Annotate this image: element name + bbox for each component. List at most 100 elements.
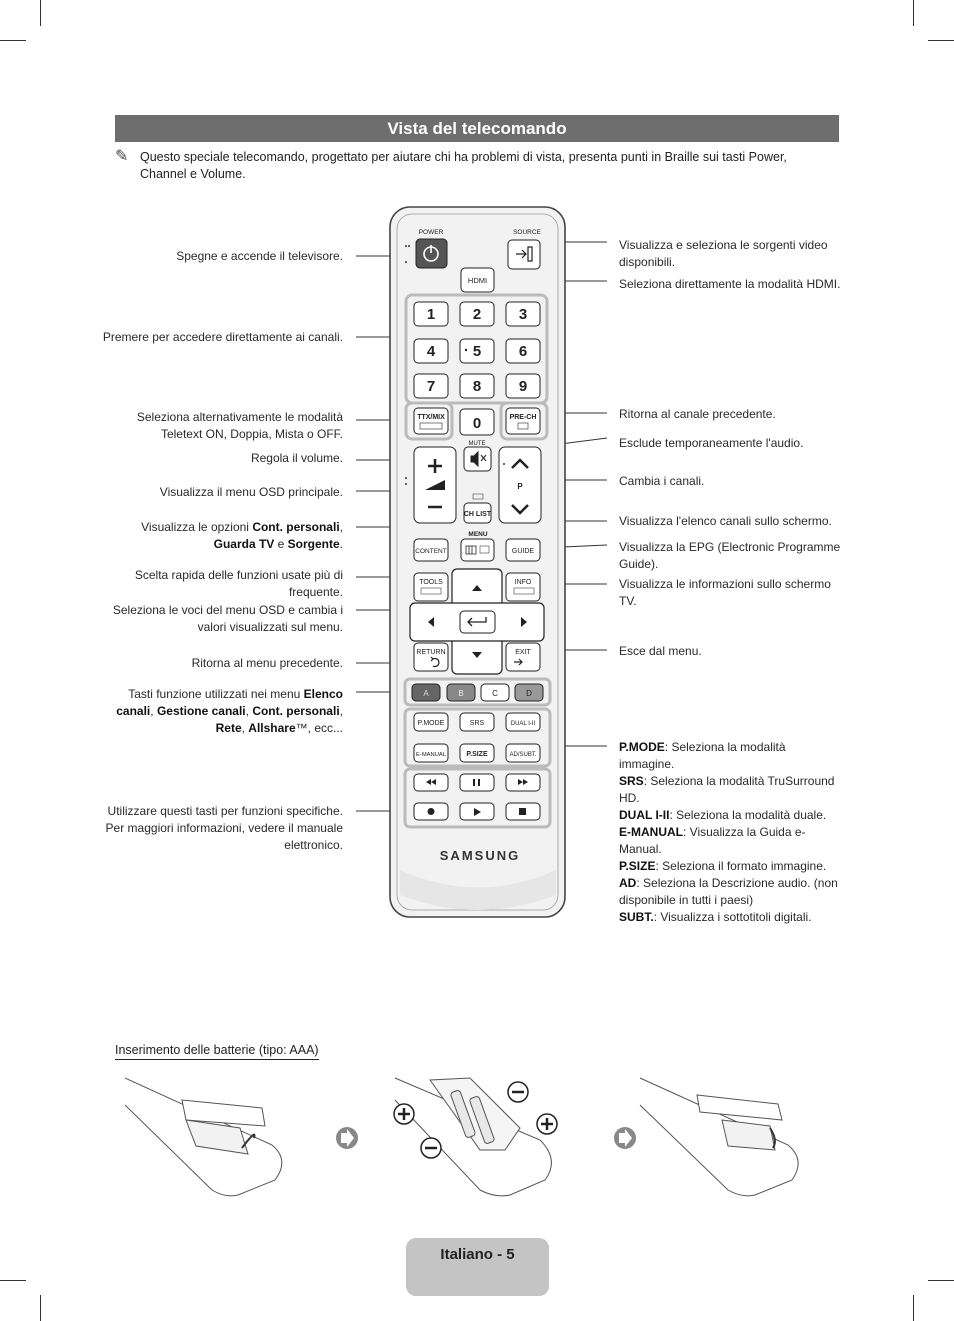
hdmi-button[interactable] [460,267,495,293]
digit-9-button[interactable] [505,373,541,399]
svg-text:MENU: MENU [468,531,487,538]
svg-text:INFO: INFO [515,579,532,586]
brand-logo: SAMSUNG [440,848,520,863]
digit-6-button[interactable] [505,338,541,364]
record-icon [427,808,435,815]
svg-text:TOOLS: TOOLS [419,579,443,586]
number-pad-frame [404,293,549,405]
label-menu: Visualizza il menu OSD principale. [159,485,343,499]
source-input-icon [516,246,533,262]
exit-icon [514,658,523,666]
func-item: P.SIZE: Seleziona il formato immagine. [619,859,827,873]
menu-button[interactable] [460,538,495,562]
svg-text:P.MODE: P.MODE [418,720,445,727]
p-mode-button[interactable] [413,712,449,732]
source-label: SOURCE [513,229,541,236]
svg-text:HDMI: HDMI [468,276,487,285]
color-key-b[interactable] [446,683,476,702]
svg-text:MUTE: MUTE [469,441,486,447]
channel-rocker[interactable] [498,446,542,524]
svg-text:RETURN: RETURN [416,649,445,656]
label-volume: Regola il volume. [250,451,343,465]
color-key-c[interactable] [480,683,510,702]
ttx-mix-button[interactable] [413,407,449,435]
rewind-icon [426,779,436,785]
p-size-button[interactable] [459,743,495,763]
content-button[interactable] [413,538,449,562]
tools-icon [420,587,442,595]
e-manual-button[interactable] [413,743,449,763]
exit-button[interactable] [505,642,541,672]
digit-1-button[interactable] [413,301,449,327]
svg-text:5: 5 [473,343,481,360]
digit-4-button[interactable] [413,338,449,364]
fast-forward-icon [518,779,528,785]
svg-text:EXIT: EXIT [515,649,531,656]
return-icon [430,656,440,668]
info-button[interactable] [505,572,541,602]
teletext-icon [419,422,443,430]
volume-up-icon [428,459,442,473]
label-nav: Seleziona le voci del menu OSD e cambia … [112,603,343,634]
label-hdmi: Seleziona direttamente la modalità HDMI. [619,277,841,291]
svg-text:6: 6 [519,343,527,360]
power-button[interactable] [415,238,448,269]
svg-text:8: 8 [473,378,481,395]
color-key-a[interactable] [411,683,441,702]
channel-down-icon [511,504,529,515]
play-icon [474,808,481,816]
svg-text:1: 1 [427,306,435,323]
digit-0-button[interactable] [459,408,495,436]
battery-step-1 [124,1077,283,1197]
svg-text:3: 3 [519,306,527,323]
svg-text:9: 9 [519,378,527,395]
batteries-title: Inserimento delle batterie (tipo: AAA) [115,1043,319,1060]
guide-button[interactable] [505,538,541,562]
label-tools: Scelta rapida delle funzioni usate più d… [134,568,343,599]
tools-button[interactable] [413,572,449,602]
channel-up-icon [511,458,529,469]
volume-wedge-icon [425,480,445,490]
stop-icon [519,808,526,815]
nav-right-icon [521,617,527,627]
func-item: P.MODE: Seleziona la modalità immagine. [619,740,786,771]
svg-text:0: 0 [473,415,481,432]
page-number: Italiano - 5 [406,1238,549,1296]
digit-5-button[interactable] [459,338,495,364]
power-label: POWER [419,229,444,236]
arrow-right-icon [619,1129,632,1147]
svg-text:E-MANUAL: E-MANUAL [416,752,447,758]
ch-list-button[interactable] [463,502,492,524]
digit-2-button[interactable] [459,301,495,327]
svg-text:PRE-CH: PRE-CH [510,414,537,421]
svg-text:4: 4 [427,343,436,360]
pre-ch-button[interactable] [505,407,541,435]
func-item: DUAL I-II: Seleziona la modalità duale. [619,808,827,822]
func-item: SRS: Seleziona la modalità TruSurround H… [619,774,835,805]
svg-text:TTX/MIX: TTX/MIX [417,414,445,421]
label-color-keys: Tasti funzione utilizzati nei menu Elenc… [116,687,343,735]
svg-text:D: D [526,689,532,698]
braille-note: ✎ Questo speciale telecomando, progettat… [115,148,835,183]
svg-text:A: A [423,689,429,698]
page-title: Vista del telecomando [115,115,839,142]
digit-7-button[interactable] [413,373,449,399]
label-exit: Esce dal menu. [619,644,702,658]
nav-left-icon [428,617,434,627]
svg-text:AD/SUBT.: AD/SUBT. [509,752,536,758]
pause-button[interactable] [459,773,495,792]
digit-8-button[interactable] [459,373,495,399]
label-content: Visualizza le opzioni Cont. personali, G… [141,520,343,551]
color-key-d[interactable] [514,683,544,702]
label-ttx: Seleziona alternativamente le modalità T… [136,410,343,441]
srs-button[interactable] [459,712,495,732]
pre-ch-icon [517,422,529,430]
battery-step-3 [639,1077,799,1197]
func-item: E-MANUAL: Visualizza la Guida e-Manual. [619,825,806,856]
digit-3-button[interactable] [505,301,541,327]
ad-subt-button[interactable] [505,743,541,763]
label-chlist: Visualizza l'elenco canali sullo schermo… [619,514,832,528]
dual-button[interactable] [505,712,541,732]
func-item: SUBT.: Visualizza i sottotitoli digitali… [619,910,812,924]
